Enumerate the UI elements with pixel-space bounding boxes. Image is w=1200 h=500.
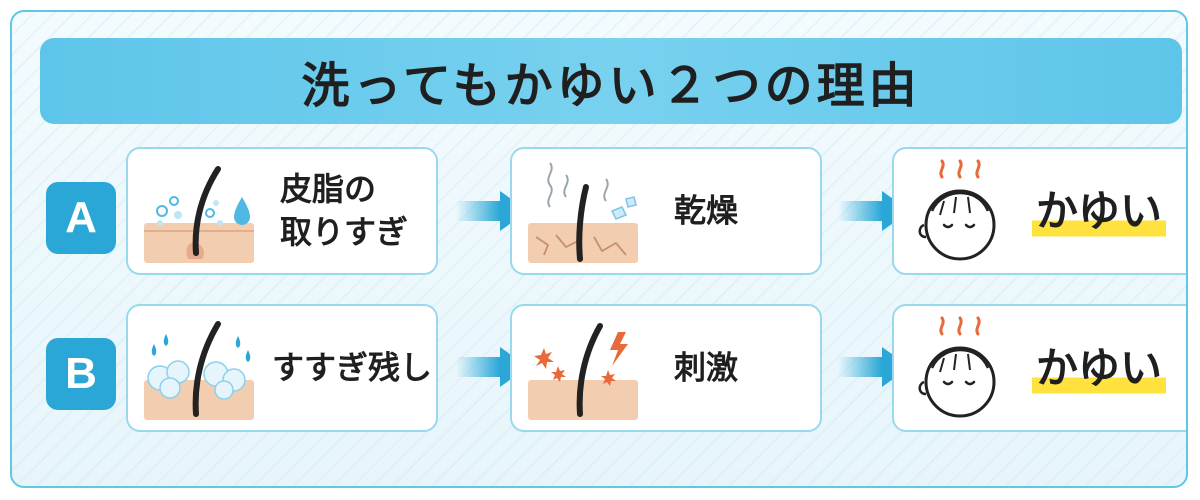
step-label-sebum-removal: 皮脂の 取りすぎ [280,169,409,251]
row-label-a: A [46,182,116,254]
step-label-dryness: 乾燥 [674,191,739,230]
step-card-sebum-removal: 皮脂の 取りすぎ [126,147,438,275]
step-card-rinse-residue: すすぎ残し [126,304,438,432]
step-card-irritation: 刺激 [510,304,822,432]
step-card-dryness: 乾燥 [510,147,822,275]
itchy-highlight-text: かゆい [1032,177,1167,245]
itchy-face-icon [918,316,996,418]
step-label-rinse-residue: すすぎ残し [272,348,433,387]
step-label-irritation: 刺激 [674,348,739,387]
dry-skin-icon [528,162,638,263]
row-label-b: B [46,338,116,410]
hair-follicle-sebum-icon [144,166,254,263]
title-banner: 洗ってもかゆい２つの理由 [40,38,1182,124]
page-title: 洗ってもかゆい２つの理由 [301,58,921,114]
step-card-itchy: かゆい [892,304,1186,432]
shampoo-foam-icon [144,321,254,420]
infographic-frame: 洗ってもかゆい２つの理由 A 皮脂の 取りすぎ [10,10,1188,488]
irritation-spark-icon [528,323,638,420]
itchy-face-icon [918,159,996,261]
step-card-itchy: かゆい [892,147,1186,275]
itchy-highlight-text: かゆい [1032,334,1167,402]
